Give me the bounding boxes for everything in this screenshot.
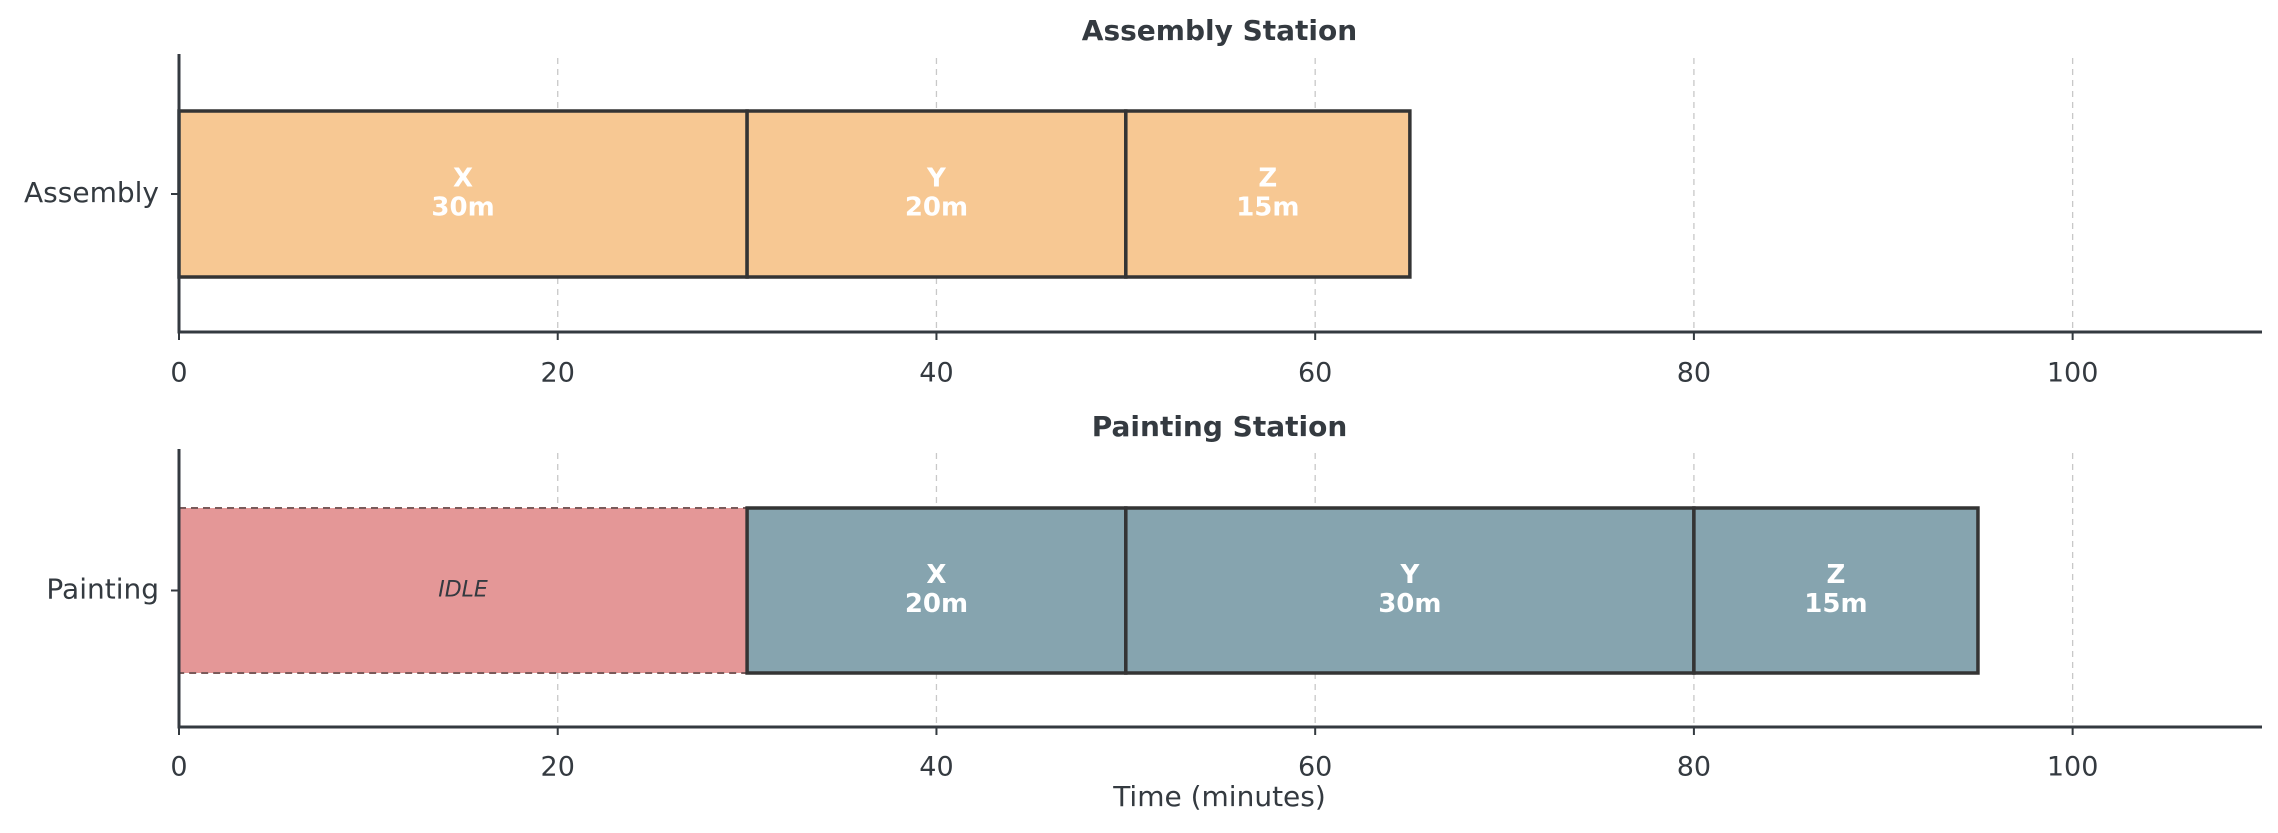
panel-2-xtick-label-80: 80	[1677, 752, 1711, 783]
panel-1-segment-y-job-label: Y	[926, 164, 947, 194]
panel-1-segment-z-bar	[1124, 109, 1412, 279]
panel-1-xtick-label-0: 0	[170, 358, 187, 389]
panel-1-xtick-label-80: 80	[1677, 358, 1711, 389]
panel-2-segment-y-job-label: Y	[1399, 560, 1420, 590]
panel-2-segment-z-duration-label: 15m	[1804, 589, 1867, 619]
panel-1-segment-z-job-label: Z	[1258, 164, 1277, 194]
panel-2-segment-x-job-label: X	[926, 560, 946, 590]
panel-2-category-label: Painting	[46, 573, 159, 606]
panel-1-xtick-label-100: 100	[2047, 358, 2099, 389]
panel-1-segment-x-job-label: X	[453, 164, 473, 194]
panel-2-xtick-label-20: 20	[541, 752, 575, 783]
panel-2-xtick-label-0: 0	[170, 752, 187, 783]
panel-1-segment-y-duration-label: 20m	[905, 193, 968, 223]
panel-2-segment-z-bar	[1692, 506, 1980, 675]
panel-2-segment-idle-label: IDLE	[438, 578, 488, 603]
panel-1-title: Assembly Station	[1082, 14, 1357, 47]
panel-2-segment-z-job-label: Z	[1827, 560, 1846, 590]
panel-2-segment-y-bar	[1124, 506, 1696, 675]
panel-2-xtick-label-40: 40	[919, 752, 953, 783]
panel-2-x-axis-label: Time (minutes)	[1112, 780, 1326, 813]
panel-1-segment-x-bar	[177, 109, 749, 279]
panel-1-xtick-label-20: 20	[541, 358, 575, 389]
panel-2-xtick-label-60: 60	[1298, 752, 1332, 783]
panel-1-segment-x-duration-label: 30m	[431, 193, 494, 223]
panel-2-title: Painting Station	[1092, 410, 1348, 443]
panel-1-category-label: Assembly	[24, 176, 159, 209]
panel-2-xtick-label-100: 100	[2047, 752, 2099, 783]
panel-2-segment-x-bar	[745, 506, 1128, 675]
panel-1-segment-z-duration-label: 15m	[1236, 193, 1299, 223]
panel-2-segment-idle-bar	[178, 507, 749, 674]
panel-2-segment-y-duration-label: 30m	[1378, 589, 1441, 619]
panel-1-xtick-label-40: 40	[919, 358, 953, 389]
panel-2-segment-x-duration-label: 20m	[905, 589, 968, 619]
panel-1-xtick-label-60: 60	[1298, 358, 1332, 389]
